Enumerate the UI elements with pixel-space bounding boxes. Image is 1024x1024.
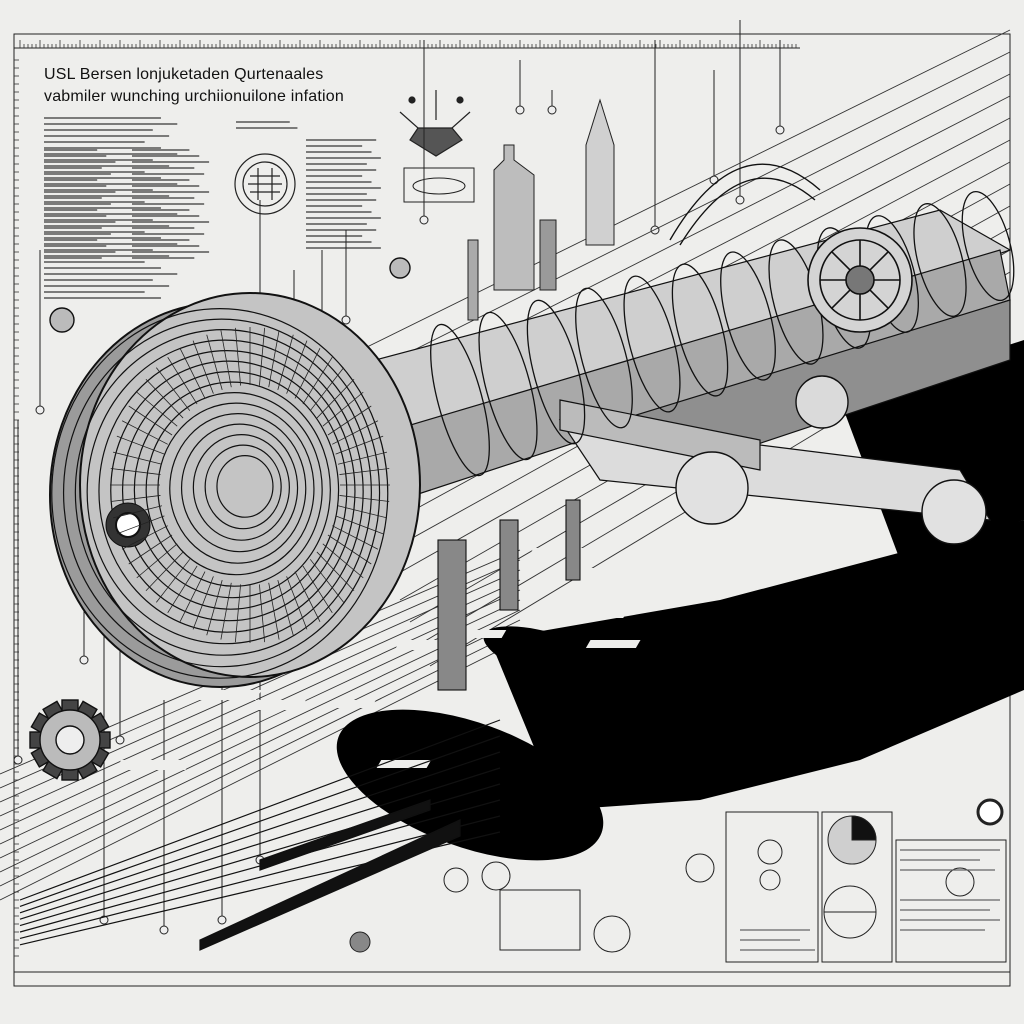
shadow-light-slats [115,548,641,770]
flywheel [807,227,913,333]
gear-icon [29,699,111,781]
bottom-circle-insets [349,798,1004,953]
saucer-detail-icon [403,167,475,203]
inset-text-lines [740,849,1000,951]
sphere-fittings [49,257,987,545]
lens-detail-icon [234,153,296,215]
ruler-ticks-top [19,40,797,48]
arch-frame [669,163,821,246]
spec-text-columns [44,117,381,299]
title-block: USL Bersen lonjuketaden Qurtenaales vabm… [44,64,384,108]
inset-detail-panels [725,811,1007,963]
diamond-gem-icon [399,90,471,157]
tower-structures [467,98,615,321]
floor-rails [19,719,501,951]
turbine-spokes [110,327,390,643]
drawing-title-line-2: vabmiler wunching urchiionuilone infatio… [44,88,344,105]
drawing-title-line-1: USL Bersen lonjuketaden Qurtenaales [44,66,324,83]
turbine-drum [49,292,421,688]
support-struts [437,499,581,691]
